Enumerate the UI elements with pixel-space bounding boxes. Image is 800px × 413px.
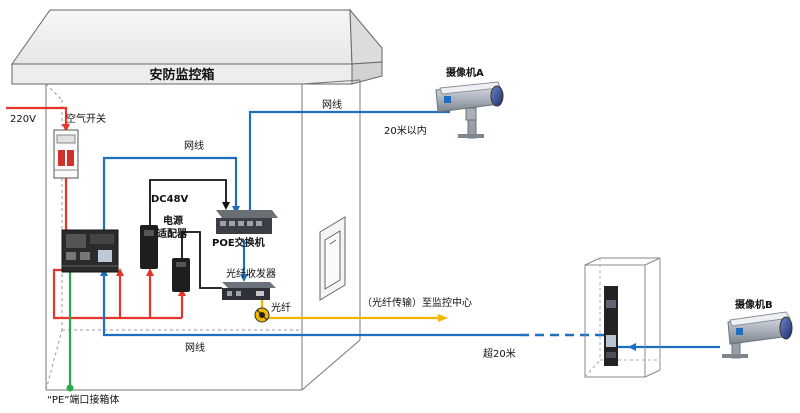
over-20m-label: 超20米 — [483, 347, 516, 360]
fiber-label: 光纤 — [271, 301, 291, 314]
netline-top-label: 网线 — [322, 98, 342, 111]
adapter-label-2: 适配器 — [157, 227, 188, 240]
camera-a-label: 摄像机A — [446, 66, 484, 79]
ground-label: “PE”端口接箱体 — [47, 393, 119, 406]
air-switch — [53, 129, 79, 179]
dc-arrow — [222, 202, 230, 210]
netline-bottom-label: 网线 — [185, 341, 205, 354]
remote-device — [604, 286, 618, 366]
fiber-transceiver-label: 光纤收发器 — [226, 267, 276, 280]
cabinet-handle — [319, 216, 346, 301]
camera-a — [435, 81, 504, 139]
cabinet-roof: 安防监控箱 — [11, 8, 383, 85]
camera-b-label: 摄像机B — [735, 298, 773, 311]
fiber-spool-icon — [254, 307, 270, 323]
fiber-arrow — [438, 314, 448, 322]
camera-b — [722, 311, 793, 359]
within-20m-label: 20米以内 — [384, 124, 427, 137]
ground-point — [66, 384, 74, 392]
poe-switch — [216, 210, 278, 234]
power-adapter — [140, 225, 158, 269]
adapter-2 — [172, 258, 190, 292]
dc-wires — [149, 179, 227, 289]
adapter-label-1: 电源 — [163, 214, 183, 227]
power-lines — [6, 106, 184, 320]
controller-module — [61, 229, 119, 273]
netline-middle-label: 网线 — [184, 139, 204, 152]
air-switch-label: 空气开关 — [66, 112, 106, 125]
cabinet-title: 安防监控箱 — [149, 67, 214, 83]
power-in-label: 220V — [10, 114, 36, 125]
dc48v-label: DC48V — [151, 194, 189, 205]
fiber-to-center-label: （光纤传输）至监控中心 — [362, 296, 472, 309]
poe-switch-label: POE交换机 — [212, 236, 265, 249]
fiber-transceiver — [222, 282, 276, 300]
remote-cabinet — [584, 257, 661, 378]
